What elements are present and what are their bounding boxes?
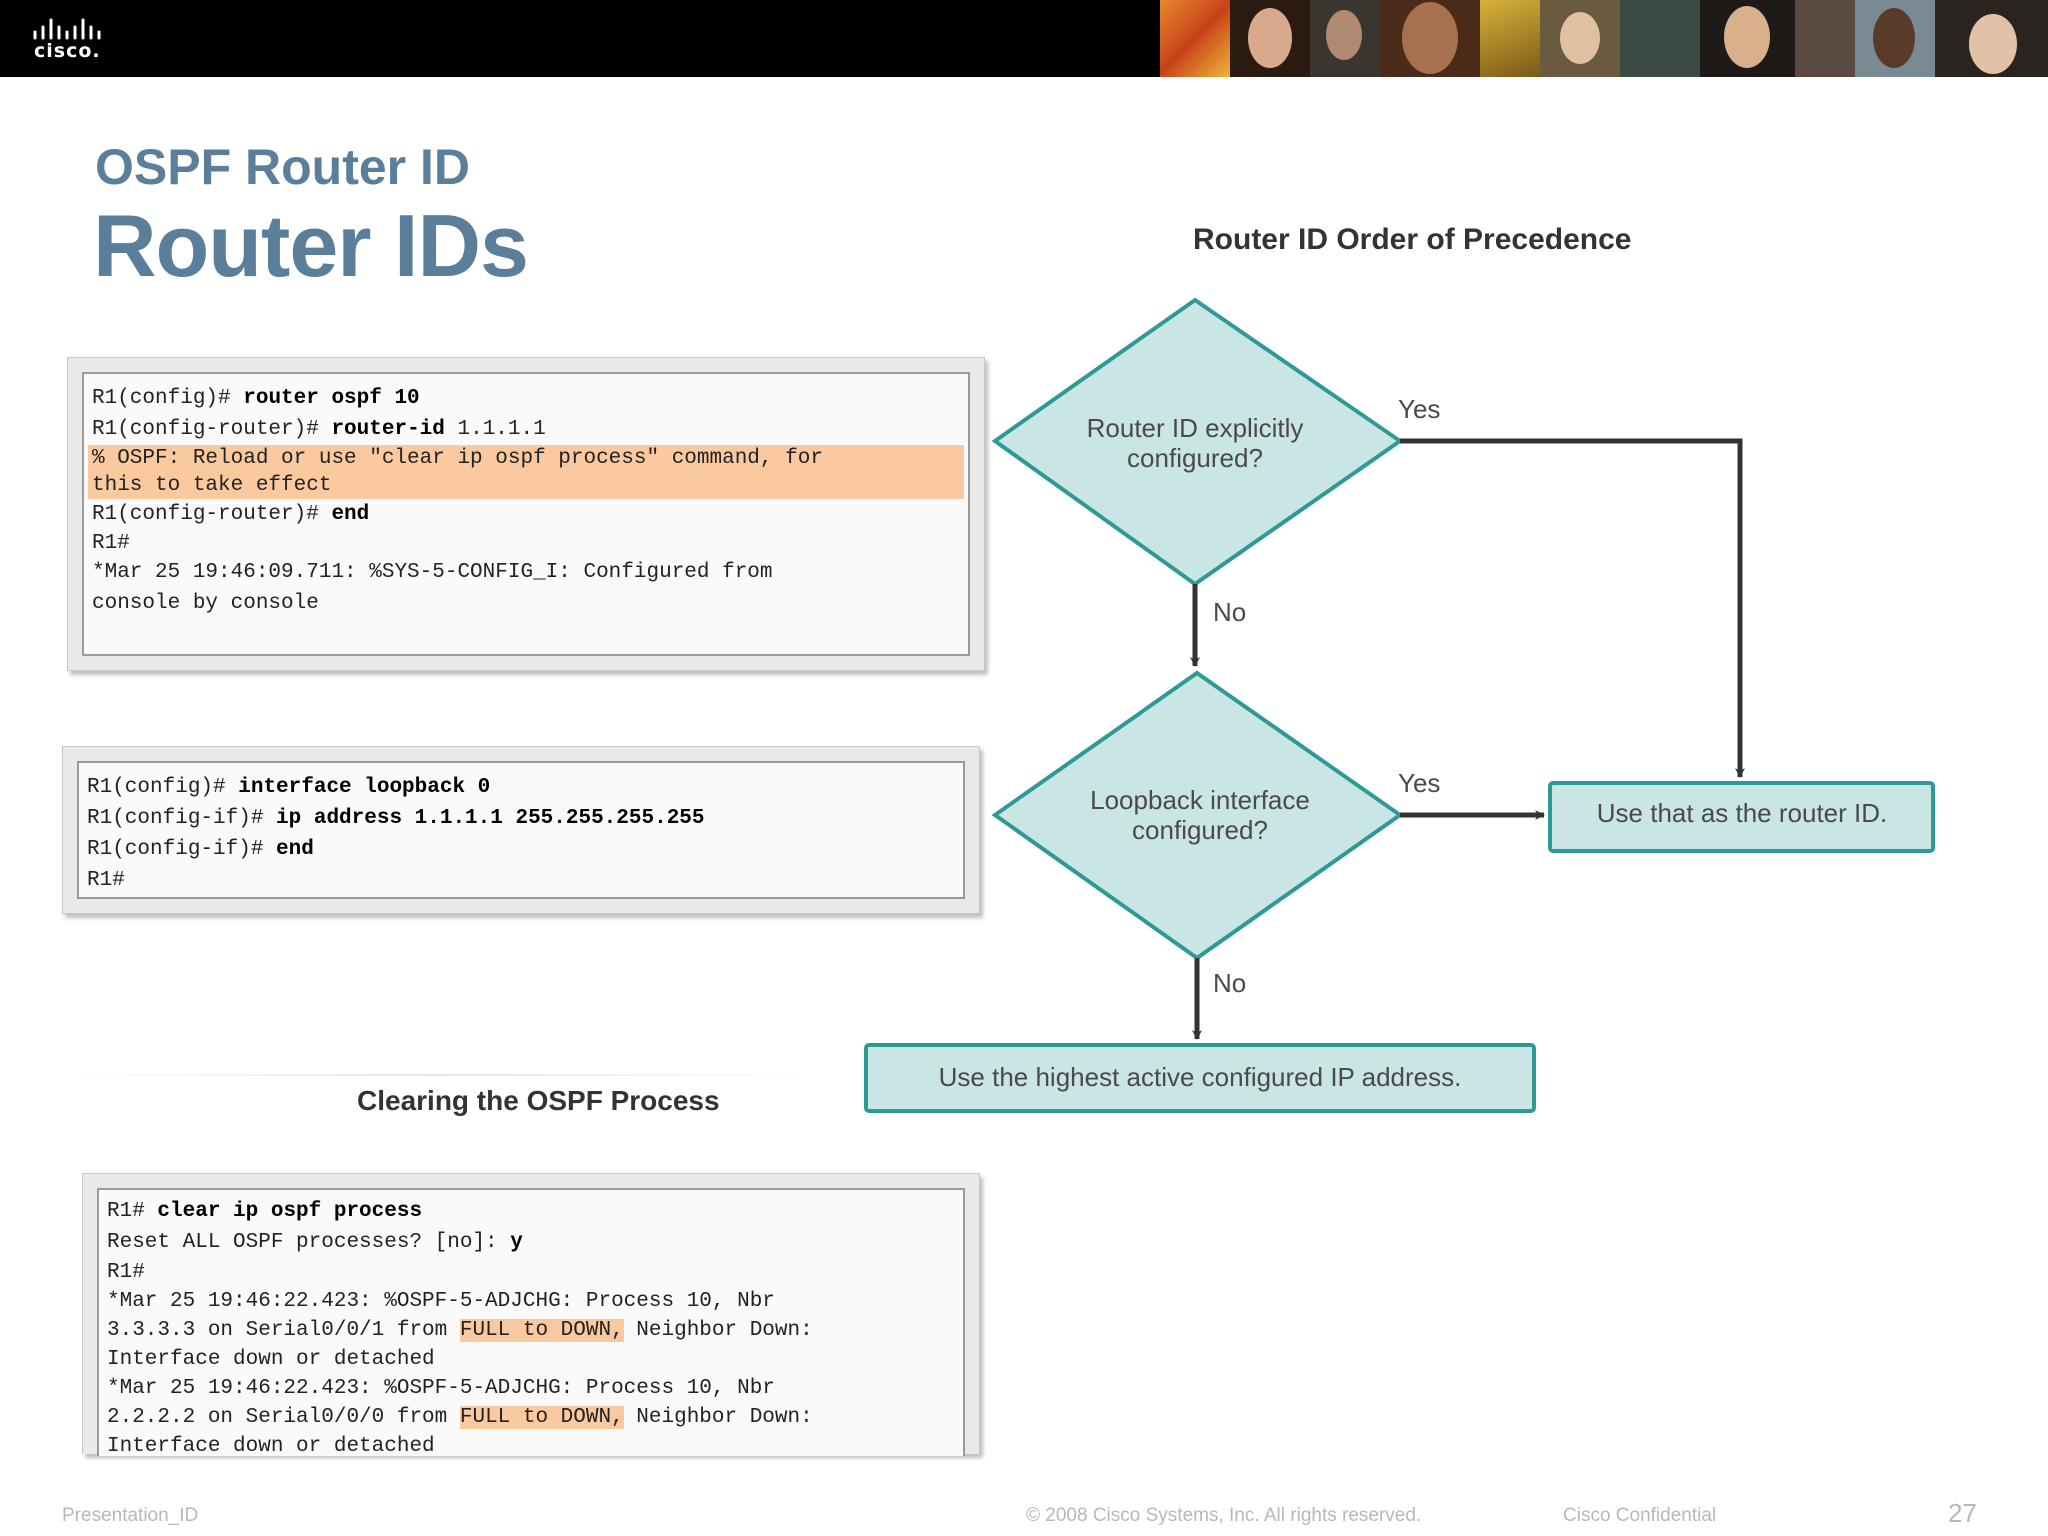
decision-2-label: Loopback interface configured? bbox=[1090, 785, 1310, 845]
clear-process-caption: Clearing the OSPF Process bbox=[357, 1085, 720, 1116]
logo-text: cisco. bbox=[34, 40, 101, 62]
cisco-logo-icon bbox=[33, 18, 101, 40]
cli-line: this to take effect bbox=[92, 474, 332, 497]
caption-divider bbox=[55, 1074, 825, 1076]
cli-line: 3.3.3.3 on Serial0/0/1 from FULL to DOWN… bbox=[107, 1319, 813, 1342]
cli-line: R1# bbox=[107, 1261, 145, 1284]
cli-line: Interface down or detached bbox=[107, 1435, 435, 1458]
photo-tile bbox=[1380, 0, 1480, 77]
cli-output: R1(config)# router ospf 10 R1(config-rou… bbox=[82, 372, 970, 656]
cli-line: R1(config-if)# ip address 1.1.1.1 255.25… bbox=[87, 807, 705, 830]
cli-line: 2.2.2.2 on Serial0/0/0 from FULL to DOWN… bbox=[107, 1406, 813, 1429]
photo-tile bbox=[1160, 0, 1230, 77]
photo-tile bbox=[1855, 0, 1935, 77]
cli-line: R1(config-if)# end bbox=[87, 838, 314, 861]
photo-tile bbox=[1540, 0, 1620, 77]
cli-line: *Mar 25 19:46:22.423: %OSPF-5-ADJCHG: Pr… bbox=[107, 1377, 775, 1400]
cli-line: *Mar 25 19:46:09.711: %SYS-5-CONFIG_I: C… bbox=[92, 561, 773, 584]
cli-line: Reset ALL OSPF processes? [no]: y bbox=[107, 1231, 523, 1254]
photo-tile bbox=[1620, 0, 1700, 77]
cli-panel-loopback: R1(config)# interface loopback 0 R1(conf… bbox=[62, 746, 980, 914]
cli-line: Interface down or detached bbox=[107, 1348, 435, 1371]
cli-line: R1(config)# interface loopback 0 bbox=[87, 776, 491, 799]
footer-confidential: Cisco Confidential bbox=[1563, 1505, 1717, 1526]
cli-line: % OSPF: Reload or use "clear ip ospf pro… bbox=[92, 447, 823, 470]
edge-label-yes-1: Yes bbox=[1398, 394, 1441, 424]
cli-line: R1(config)# router ospf 10 bbox=[92, 387, 420, 410]
slide-subtitle: OSPF Router ID bbox=[95, 139, 471, 195]
edge-label-yes-2: Yes bbox=[1398, 768, 1441, 798]
result-highest-ip-box bbox=[864, 1043, 1536, 1113]
photo-tile bbox=[1310, 0, 1380, 77]
photo-tile bbox=[1795, 0, 1855, 77]
photo-tile bbox=[1700, 0, 1795, 77]
cli-panel-clear-process: R1# clear ip ospf process Reset ALL OSPF… bbox=[82, 1173, 980, 1458]
cli-line: R1(config-router)# router-id 1.1.1.1 bbox=[92, 418, 546, 441]
photo-tile bbox=[1230, 0, 1310, 77]
cli-output: R1# clear ip ospf process Reset ALL OSPF… bbox=[97, 1188, 965, 1458]
result-router-id-box bbox=[1548, 781, 1935, 853]
cli-output: R1(config)# interface loopback 0 R1(conf… bbox=[77, 761, 965, 899]
state-change-highlight: FULL to DOWN, bbox=[459, 1319, 624, 1342]
cli-line: R1# clear ip ospf process bbox=[107, 1200, 423, 1223]
state-change-highlight: FULL to DOWN, bbox=[459, 1406, 624, 1429]
cli-line: R1(config-router)# end bbox=[92, 503, 370, 526]
header-bar: cisco. bbox=[0, 0, 2048, 77]
cli-warning-highlight: % OSPF: Reload or use "clear ip ospf pro… bbox=[88, 445, 964, 499]
edge-label-no-2: No bbox=[1213, 968, 1247, 998]
slide-title: Router IDs bbox=[93, 196, 529, 295]
cli-line: R1# bbox=[92, 532, 130, 555]
arrow-yes-1 bbox=[1400, 438, 1745, 778]
cli-panel-router-id: R1(config)# router ospf 10 R1(config-rou… bbox=[67, 357, 985, 671]
result-highest-ip-label: Use the highest active configured IP add… bbox=[938, 1062, 1462, 1092]
edge-label-no-1: No bbox=[1213, 597, 1247, 627]
header-photo-strip bbox=[1160, 0, 2048, 77]
cli-line: console by console bbox=[92, 592, 319, 615]
footer-presentation-id: Presentation_ID bbox=[62, 1505, 199, 1526]
cli-line: R1# bbox=[87, 869, 125, 892]
result-router-id-label: Use that as the router ID. bbox=[1596, 798, 1888, 828]
page-number: 27 bbox=[1948, 1498, 1977, 1528]
decision-1-label: Router ID explicitly configured? bbox=[1086, 413, 1304, 473]
photo-tile bbox=[1480, 0, 1540, 77]
diagram-title: Router ID Order of Precedence bbox=[1193, 223, 1632, 256]
cli-line: *Mar 25 19:46:22.423: %OSPF-5-ADJCHG: Pr… bbox=[107, 1290, 775, 1313]
footer-copyright: © 2008 Cisco Systems, Inc. All rights re… bbox=[1026, 1505, 1422, 1526]
photo-tile bbox=[1935, 0, 2048, 77]
